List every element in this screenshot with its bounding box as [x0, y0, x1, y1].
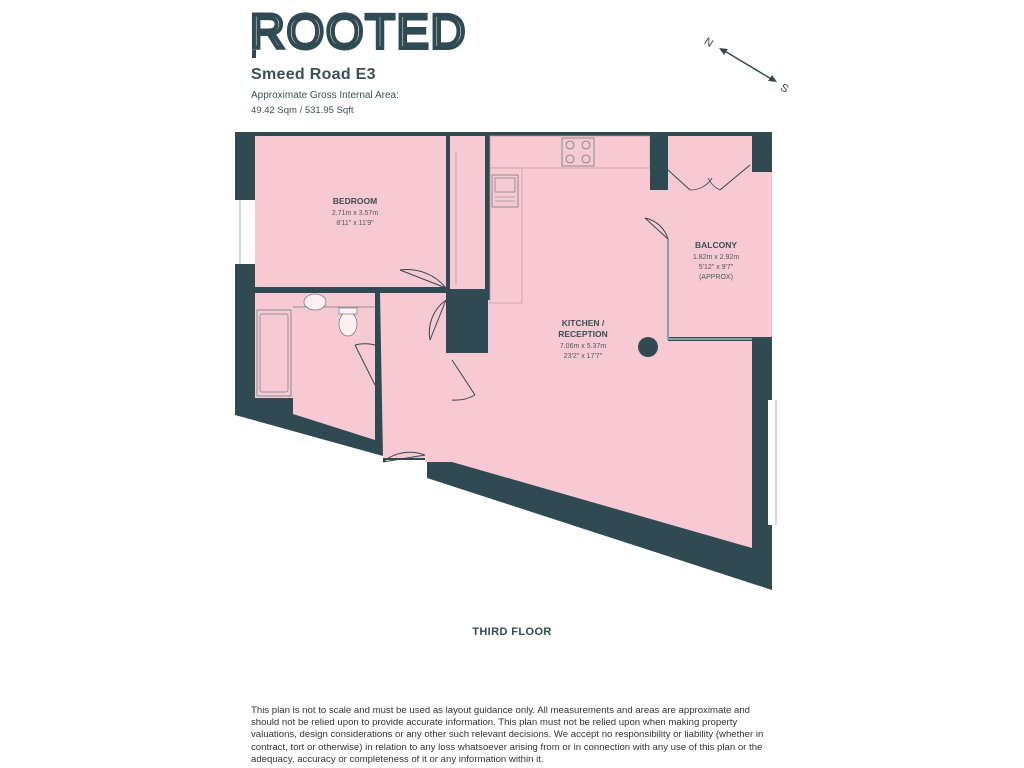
hallway-floor: [380, 293, 452, 462]
bedroom-door: [399, 269, 447, 289]
hob: [561, 137, 595, 167]
compass-icon: N S: [702, 36, 791, 96]
sink: [491, 174, 519, 208]
gross-area-value: 49.42 Sqm / 531.95 Sqft: [251, 105, 354, 116]
compass-south: S: [778, 82, 791, 96]
bathroom-door: [354, 343, 376, 386]
balcony-metric: 1.82m x 2.92m: [693, 254, 739, 261]
kitchen-label-line1: KITCHEN /: [562, 318, 605, 328]
wardrobe: [450, 136, 485, 289]
compass-north: N: [702, 36, 715, 50]
logo-text: ROOTED: [250, 6, 467, 59]
kitchen-floor: [452, 136, 752, 548]
kitchen-imperial: 23'2" x 17'7": [564, 353, 603, 360]
floor-plan: BEDROOM 2.71m x 3.57m 8'11" x 11'9" BALC…: [235, 132, 784, 590]
property-title: Smeed Road E3: [251, 66, 376, 83]
balcony-note: (APPROX): [699, 274, 733, 281]
front-door: [382, 451, 426, 463]
column: [638, 337, 658, 357]
bathtub: [256, 309, 292, 397]
bedroom-floor: [255, 136, 446, 287]
gross-area-label: Approximate Gross Internal Area:: [251, 90, 399, 101]
disclaimer-text: This plan is not to scale and must be us…: [251, 705, 764, 765]
bedroom-label: BEDROOM: [333, 196, 377, 206]
floor-label: THIRD FLOOR: [472, 626, 552, 638]
kitchen-door: [451, 359, 476, 401]
toilet: [338, 311, 358, 337]
kitchen-metric: 7.06m x 5.37m: [560, 343, 606, 350]
kitchen-label-line2: RECEPTION: [558, 329, 608, 339]
bedroom-imperial: 8'11" x 11'9": [336, 220, 374, 227]
rooted-logo: ROOTED: [250, 4, 467, 61]
balcony-door: [644, 217, 669, 240]
balcony-label: BALCONY: [695, 240, 737, 250]
basin: [303, 293, 327, 311]
balcony-imperial: 5'12" x 9'7": [699, 264, 734, 271]
wardrobe-door: [428, 299, 447, 341]
bedroom-metric: 2.71m x 3.57m: [332, 210, 378, 217]
